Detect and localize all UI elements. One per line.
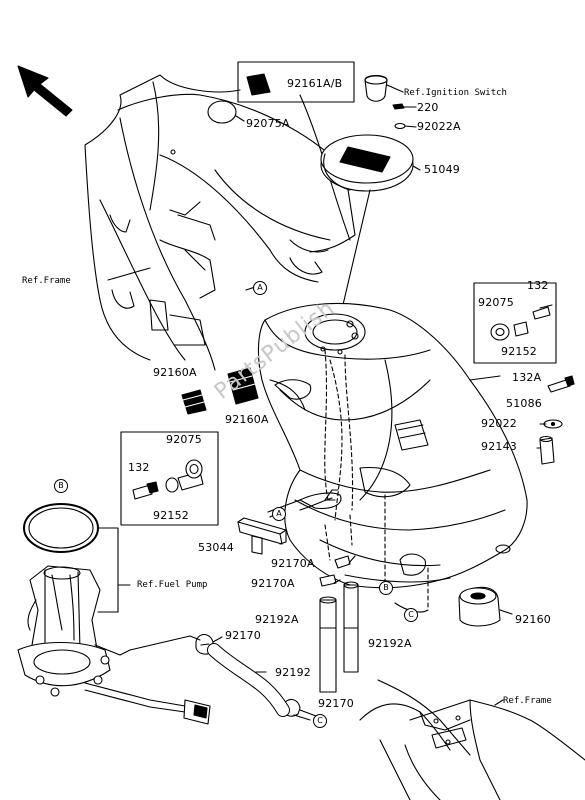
part-label-92170A-upper: 92170A bbox=[271, 557, 315, 570]
part-label-53044: 53044 bbox=[198, 541, 234, 554]
part-label-92192A-left: 92192A bbox=[255, 613, 299, 626]
part-label-92075-right: 92075 bbox=[478, 296, 514, 309]
grommet-set-right bbox=[490, 304, 553, 341]
part-label-92022: 92022 bbox=[481, 417, 517, 430]
callout-a-upper: A bbox=[253, 281, 267, 295]
part-label-92143: 92143 bbox=[481, 440, 517, 453]
part-label-92161AB: 92161A/B bbox=[287, 77, 343, 90]
part-label-92160A-left: 92160A bbox=[153, 366, 197, 379]
part-label-92170-upper: 92170 bbox=[225, 629, 261, 642]
part-label-92152-right: 92152 bbox=[501, 345, 537, 358]
callout-a-lower: A bbox=[272, 507, 286, 521]
frame-outline bbox=[84, 74, 356, 371]
callout-b-left: B bbox=[54, 479, 68, 493]
ref-ignition-switch: Ref.Ignition Switch bbox=[404, 88, 507, 98]
front-direction-arrow-icon bbox=[17, 65, 73, 117]
part-label-132-left: 132 bbox=[128, 461, 150, 474]
part-label-92170A-lower: 92170A bbox=[251, 577, 295, 590]
part-label-92152-left: 92152 bbox=[153, 509, 189, 522]
part-label-92022A: 92022A bbox=[417, 120, 461, 133]
part-label-92160A-right: 92160A bbox=[225, 413, 269, 426]
callout-c-lower: C bbox=[313, 714, 327, 728]
part-label-51049: 51049 bbox=[424, 163, 460, 176]
ref-frame-upper: Ref.Frame bbox=[22, 276, 71, 286]
part-label-132-right: 132 bbox=[527, 279, 549, 292]
rubber-pad-icon bbox=[246, 73, 271, 96]
callout-b-right: B bbox=[379, 581, 393, 595]
part-label-92075-left: 92075 bbox=[166, 433, 202, 446]
lower-frame-outline bbox=[359, 679, 585, 800]
leader bbox=[107, 267, 151, 281]
ref-fuel-pump: Ref.Fuel Pump bbox=[137, 580, 208, 590]
part-label-92170-lower: 92170 bbox=[318, 697, 354, 710]
part-label-92192: 92192 bbox=[275, 666, 311, 679]
pad-92160A-right bbox=[227, 367, 259, 405]
pad-92160A-left bbox=[181, 389, 207, 415]
part-label-132A: 132A bbox=[512, 371, 542, 384]
fuel-cap-assembly bbox=[320, 74, 421, 192]
part-label-92160: 92160 bbox=[515, 613, 551, 626]
fuel-pump-assembly bbox=[17, 565, 211, 725]
part-label-220: 220 bbox=[417, 101, 439, 114]
part-label-92192A-right: 92192A bbox=[368, 637, 412, 650]
fuel-tank-outline bbox=[257, 302, 528, 589]
part-label-51086: 51086 bbox=[506, 397, 542, 410]
ref-frame-lower: Ref.Frame bbox=[503, 696, 552, 706]
callout-c-upper: C bbox=[404, 608, 418, 622]
grommet-set-left bbox=[132, 459, 204, 500]
part-label-92075A: 92075A bbox=[246, 117, 290, 130]
